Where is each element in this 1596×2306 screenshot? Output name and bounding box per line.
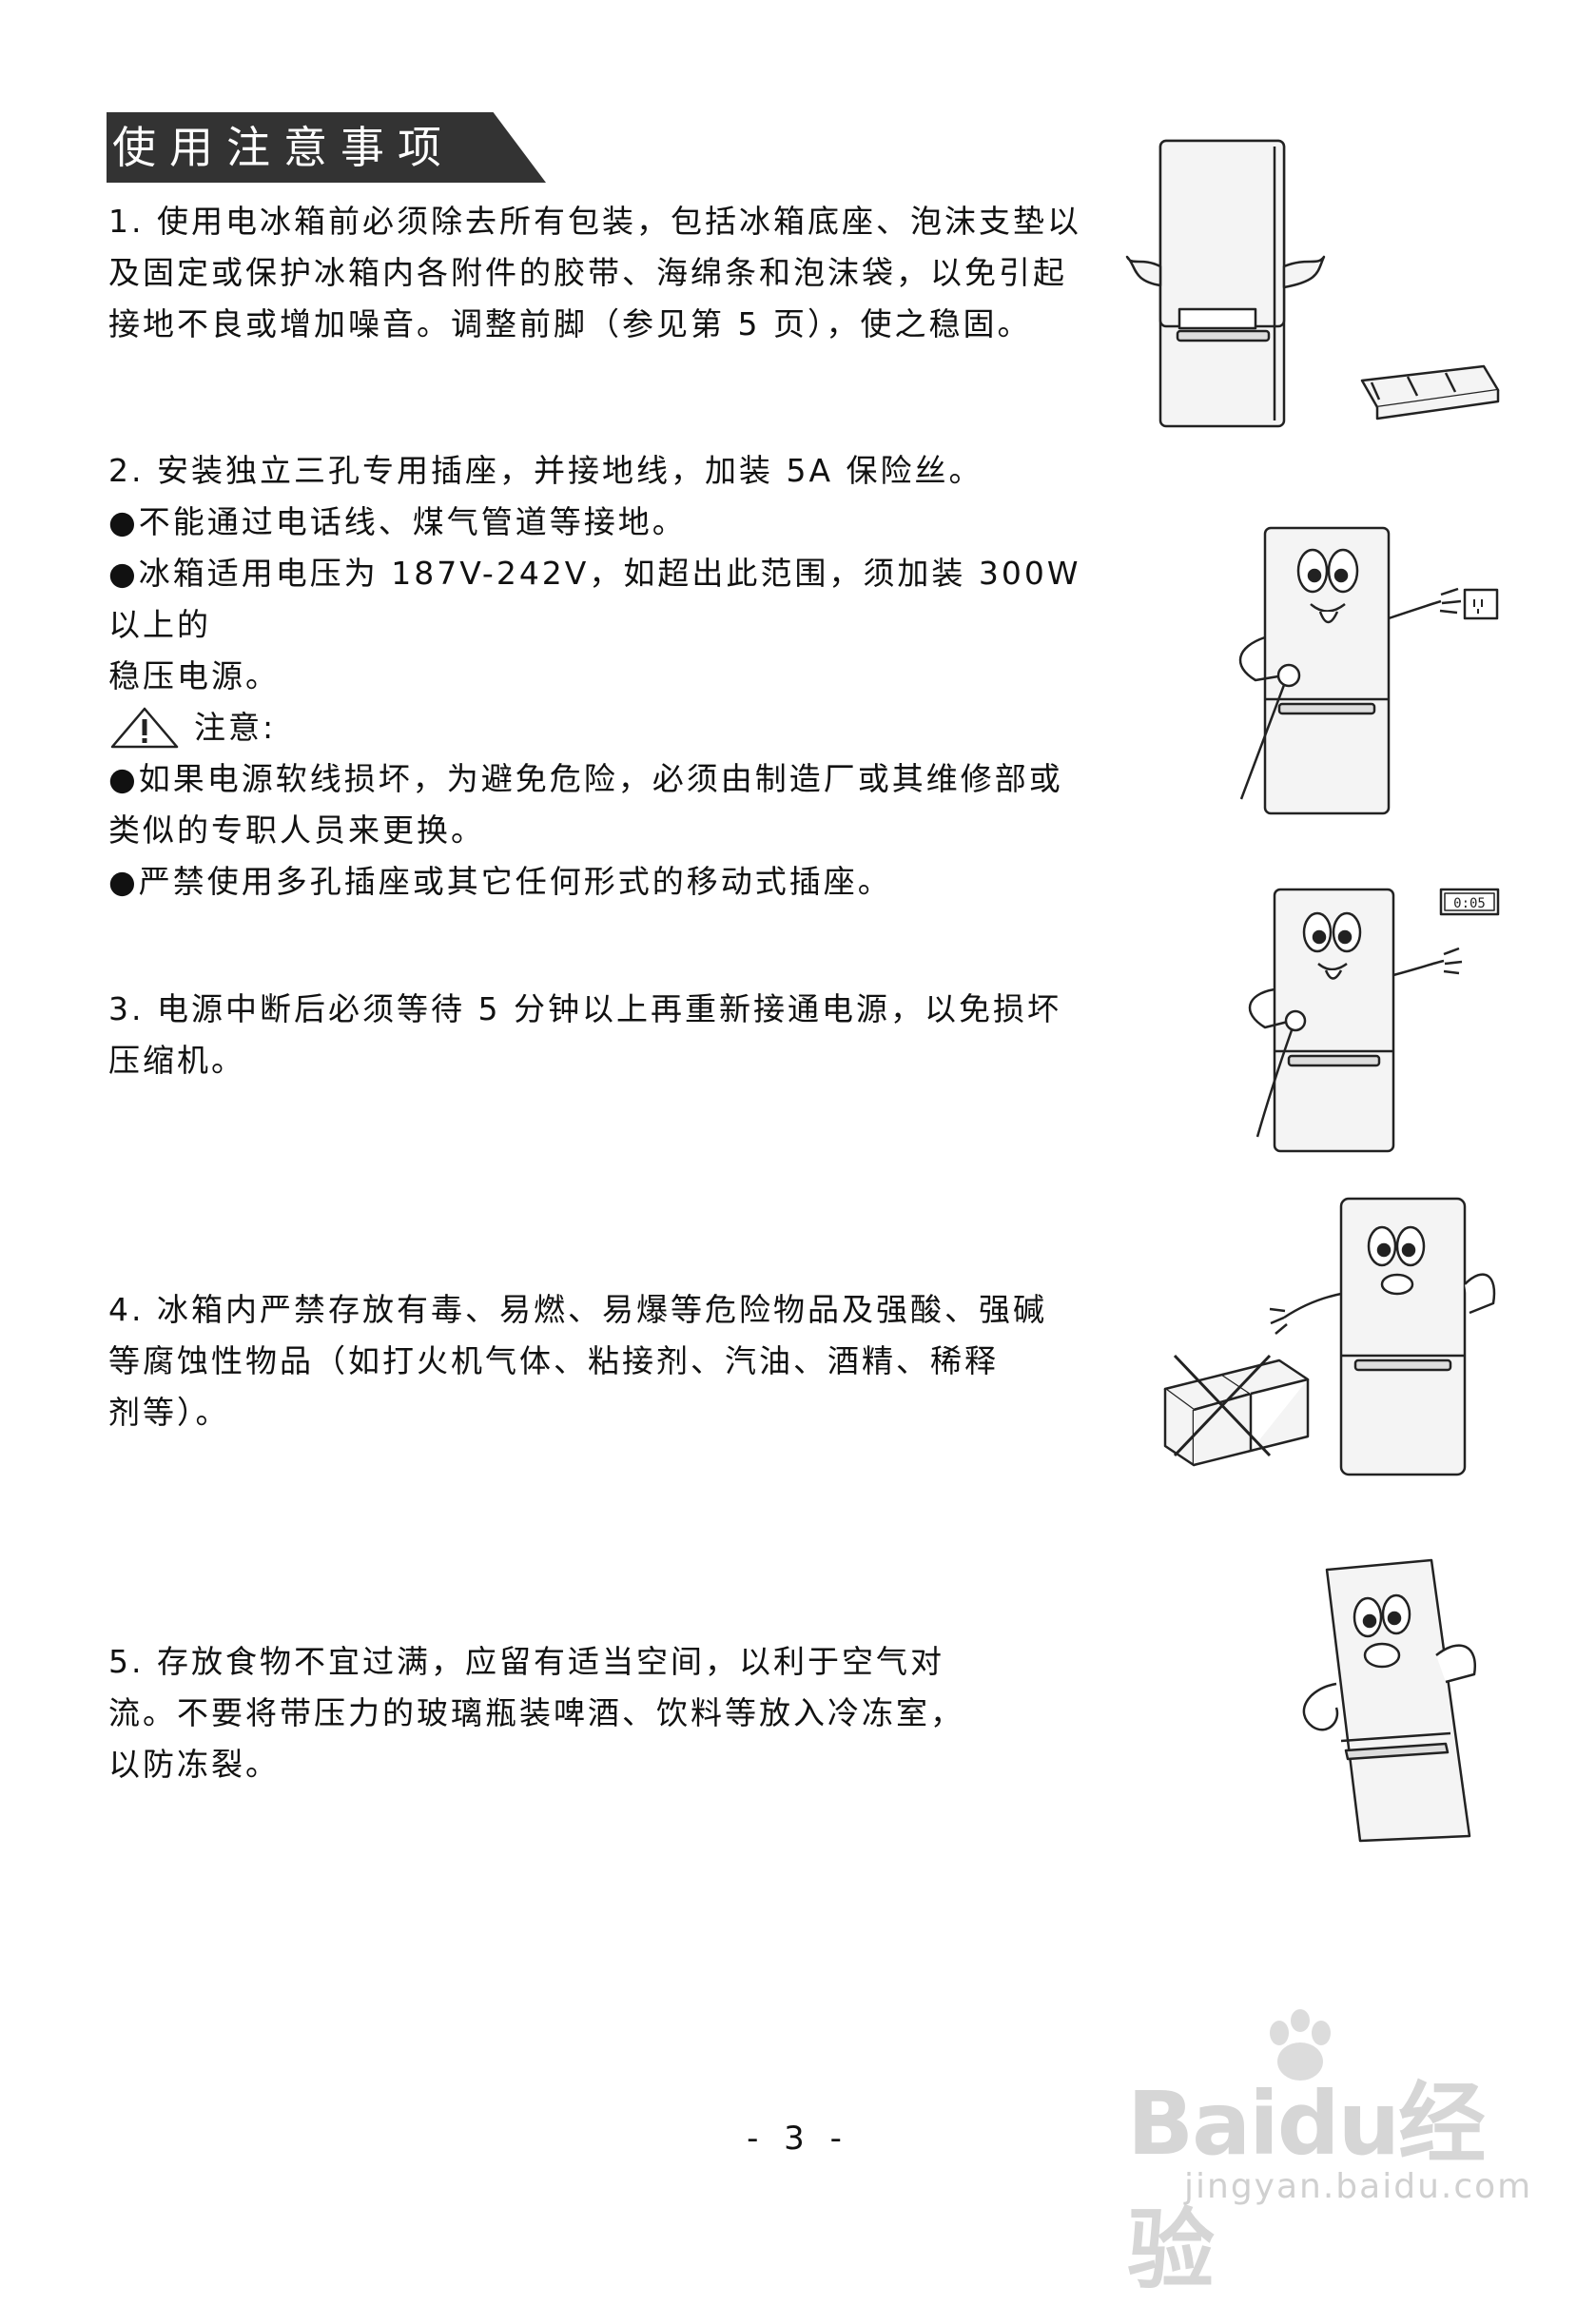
text-line: ●不能通过电话线、煤气管道等接地。: [108, 503, 687, 540]
text-line: 接地不良或增加噪音。调整前脚（参见第 5 页），使之稳固。: [108, 305, 1032, 342]
text-line: 4. 冰箱内严禁存放有毒、易燃、易爆等危险物品及强酸、强碱: [108, 1291, 1047, 1328]
text-line: ●严禁使用多孔插座或其它任何形式的移动式插座。: [108, 863, 892, 900]
timer-display: 0:05: [1453, 896, 1486, 911]
text-line: 5. 存放食物不宜过满，应留有适当空间，以利于空气对: [108, 1643, 944, 1680]
section-1: 1. 使用电冰箱前必须除去所有包装，包括冰箱底座、泡沫支垫以 及固定或保护冰箱内…: [108, 196, 1098, 350]
fridge-hazard-illustration: [1163, 1197, 1496, 1476]
text-line: 以防冻裂。: [108, 1746, 280, 1783]
text-line: 2. 安装独立三孔专用插座，并接地线，加装 5A 保险丝。: [108, 452, 983, 489]
text-line: 及固定或保护冰箱内各附件的胶带、海绵条和泡沫袋，以免引起: [108, 254, 1067, 291]
text-line: 剂等）。: [108, 1394, 230, 1431]
paw-icon: [1270, 2009, 1331, 2081]
text-line: ●如果电源软线损坏，为避免危险，必须由制造厂或其维修部或: [108, 760, 1063, 797]
page-number: - 3 -: [747, 2120, 849, 2158]
section-title: 使用注意事项: [112, 122, 455, 173]
watermark-url: jingyan.baidu.com: [1184, 2167, 1533, 2206]
note-row: 注意:: [108, 702, 1098, 753]
fridge-unpacking-illustration: [1125, 139, 1500, 428]
text-line: 压缩机。: [108, 1042, 245, 1079]
text-line: 稳压电源。: [108, 657, 280, 694]
text-line: 类似的专职人员来更换。: [108, 811, 485, 849]
watermark: Baidu经验 jingyan.baidu.com: [1127, 2009, 1536, 2301]
fridge-overfill-illustration: [1302, 1558, 1477, 1843]
fridge-plug-illustration: [1238, 526, 1499, 815]
section-header: 使用注意事项: [107, 112, 546, 183]
warning-triangle-icon: [110, 707, 179, 749]
section-5: 5. 存放食物不宜过满，应留有适当空间，以利于空气对 流。不要将带压力的玻璃瓶装…: [108, 1636, 1098, 1790]
text-line: 1. 使用电冰箱前必须除去所有包装，包括冰箱底座、泡沫支垫以: [108, 203, 1081, 240]
fridge-timer-illustration: 0:05: [1248, 888, 1500, 1153]
section-3: 3. 电源中断后必须等待 5 分钟以上再重新接通电源，以免损坏 压缩机。: [108, 984, 1098, 1086]
note-label: 注意:: [194, 709, 277, 746]
text-line: ●冰箱适用电压为 187V-242V，如超出此范围，须加装 300W 以上的: [108, 555, 1081, 643]
text-line: 等腐蚀性物品（如打火机气体、粘接剂、汽油、酒精、稀释: [108, 1342, 999, 1379]
text-line: 流。不要将带压力的玻璃瓶装啤酒、饮料等放入冷冻室，: [108, 1694, 964, 1731]
section-2: 2. 安装独立三孔专用插座，并接地线，加装 5A 保险丝。 ●不能通过电话线、煤…: [108, 445, 1098, 908]
text-line: 3. 电源中断后必须等待 5 分钟以上再重新接通电源，以免损坏: [108, 990, 1061, 1027]
section-4: 4. 冰箱内严禁存放有毒、易燃、易爆等危险物品及强酸、强碱 等腐蚀性物品（如打火…: [108, 1284, 1098, 1438]
